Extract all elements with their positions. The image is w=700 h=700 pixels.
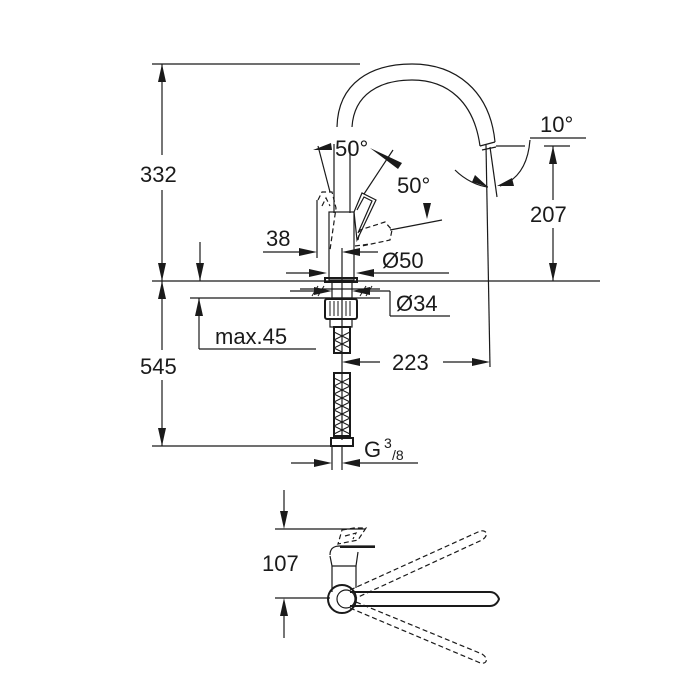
dimension-handle-angles: 50° 50° [313, 136, 431, 219]
thread-letter: G [364, 437, 381, 462]
thread-fraction: /8 [392, 447, 404, 463]
handle-right-angle-label: 50° [397, 173, 430, 198]
body-diameter-label: Ø50 [382, 248, 424, 273]
dimension-spout-outlet-height: 207 [530, 145, 570, 281]
dimension-overall-height: 332 [140, 63, 600, 282]
handle-offset-label: 38 [266, 226, 290, 251]
dimension-handle-offset: 38 [263, 200, 378, 258]
handle-left-angle-label: 50° [335, 136, 368, 161]
spout [336, 63, 498, 368]
supply-hoses [330, 326, 354, 470]
handle-lever [353, 149, 394, 243]
mounting-hole-diameter-label: Ø34 [396, 291, 438, 316]
dimension-spout-angle: 10° [454, 112, 586, 188]
dimension-body-diameter: Ø50 [286, 248, 449, 277]
spout-outlet-height-label: 207 [530, 202, 567, 227]
dimension-max-deck-thickness: max.45 [190, 242, 330, 350]
dimension-connection-thread: G 3 /8 [291, 435, 418, 467]
spout-reach-label: 223 [392, 350, 429, 375]
handle-alt-positions [317, 145, 443, 251]
spout-angle-label: 10° [540, 112, 573, 137]
thread-superscript: 3 [384, 435, 392, 451]
deck-section: Ø34 [280, 281, 450, 317]
below-deck-label: 545 [140, 354, 177, 379]
overall-height-label: 332 [140, 162, 177, 187]
handle-depth-label: 107 [262, 551, 299, 576]
max-deck-thickness-label: max.45 [215, 324, 287, 349]
mounting-nut [324, 298, 358, 328]
dimension-below-deck: 545 [140, 281, 335, 447]
dimension-spout-reach: 223 [342, 350, 490, 375]
top-view-faucet [327, 527, 501, 664]
dimension-handle-depth: 107 [262, 490, 365, 638]
thread-label: G [364, 437, 381, 462]
